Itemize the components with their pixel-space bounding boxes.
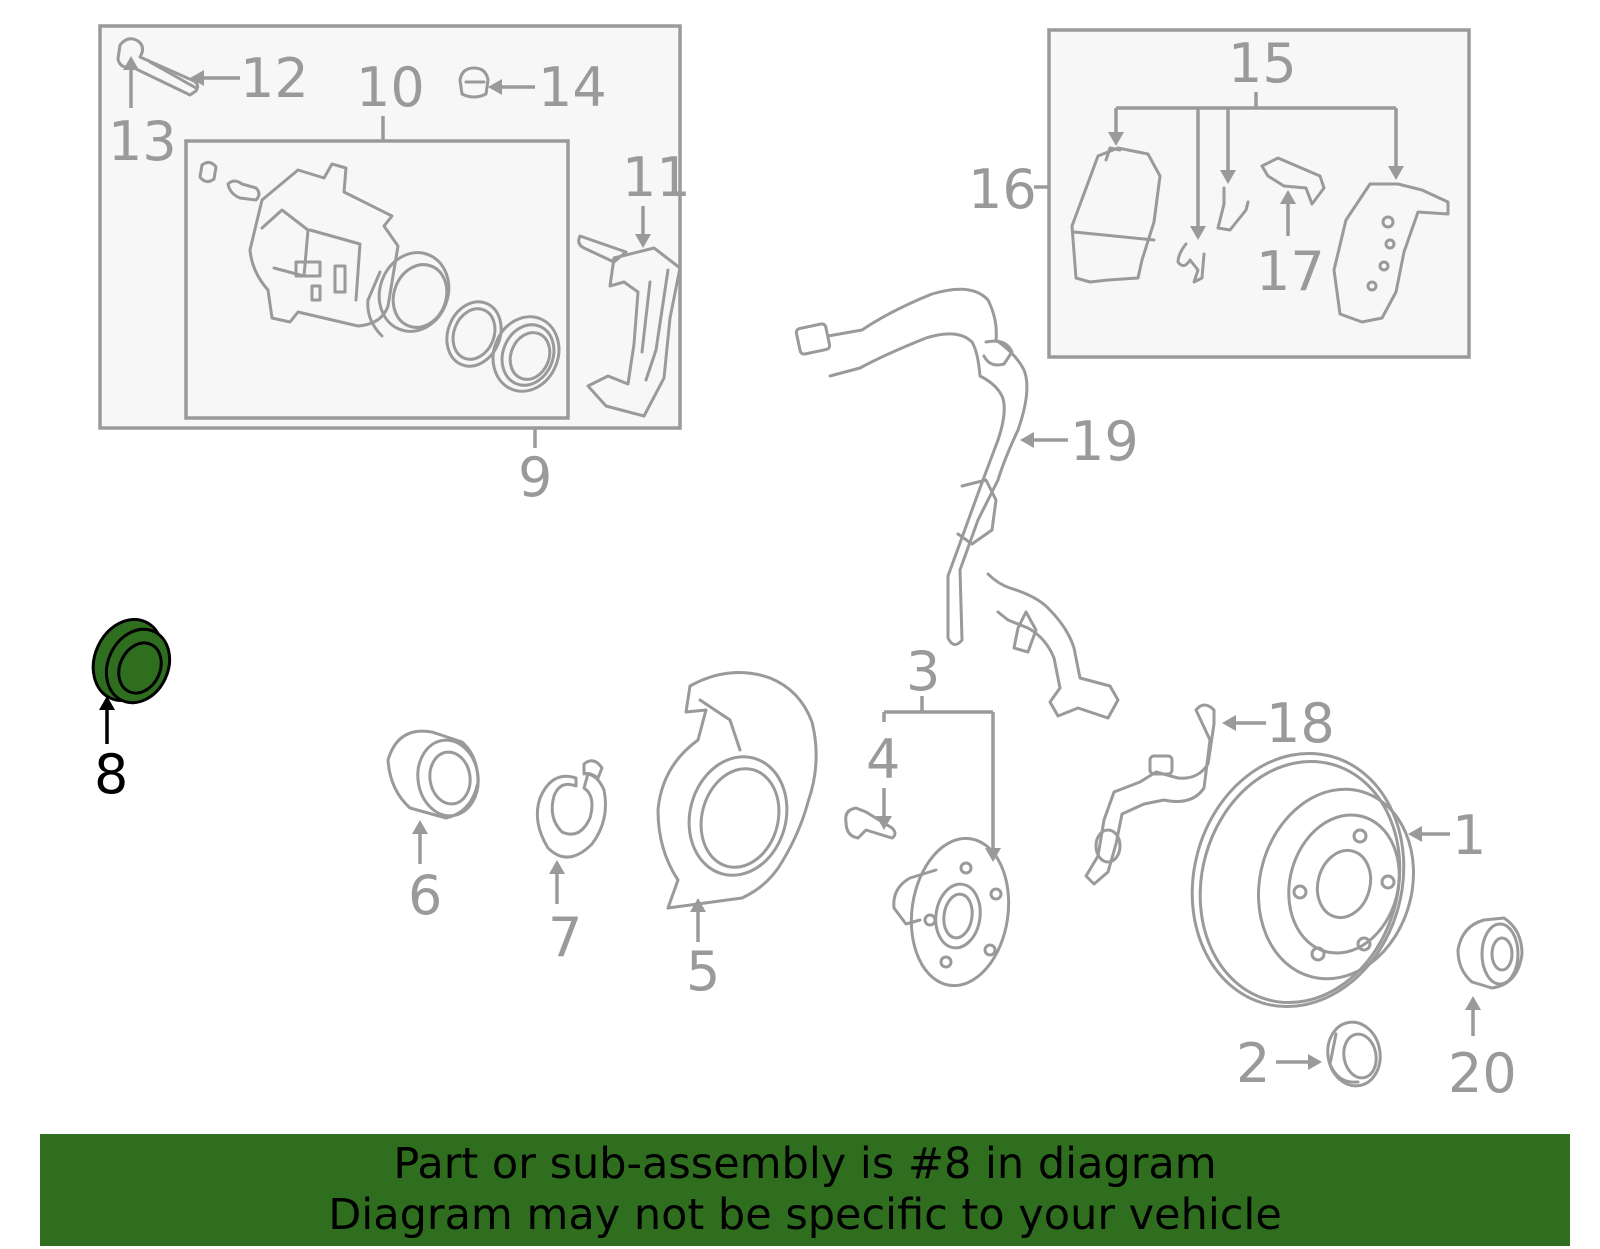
label-8: 8 <box>94 743 128 806</box>
label-7: 7 <box>548 906 582 969</box>
label-20: 20 <box>1448 1042 1517 1105</box>
banner-line-1: Part or sub-assembly is #8 in diagram <box>393 1139 1217 1189</box>
dust-cap-part <box>458 66 490 99</box>
brake-pad-inner-part <box>1070 146 1162 284</box>
label-12: 12 <box>240 47 309 110</box>
label-13: 13 <box>108 110 177 173</box>
label-16: 16 <box>968 158 1037 221</box>
banner-background <box>40 1134 1570 1246</box>
caliper-bracket-part <box>577 234 682 418</box>
brake-pad-outer-part <box>1332 182 1450 324</box>
label-19: 19 <box>1070 410 1139 473</box>
label-5: 5 <box>686 940 720 1003</box>
brake-hose-part <box>1084 703 1216 886</box>
piston-seal-part <box>445 300 503 368</box>
label-11: 11 <box>622 146 691 209</box>
pad-clip-part <box>1176 242 1206 284</box>
snap-ring-part <box>535 759 607 859</box>
oil-seal-part <box>91 617 172 705</box>
dust-boot-part <box>491 315 561 393</box>
label-15: 15 <box>1228 32 1297 95</box>
abs-sensor-harness-part <box>794 287 1120 720</box>
label-3: 3 <box>906 640 940 703</box>
label-17: 17 <box>1256 240 1325 303</box>
dust-shield-part <box>656 671 818 910</box>
piston-part <box>366 251 451 338</box>
label-2: 2 <box>1236 1032 1270 1095</box>
pad-shim-part <box>1260 156 1326 206</box>
pad-kit-box <box>1047 28 1471 359</box>
info-banner: Part or sub-assembly is #8 in diagram Di… <box>40 1134 1570 1246</box>
pad-spring-part <box>1216 186 1250 232</box>
label-14: 14 <box>538 56 607 119</box>
hub-nut-part <box>1326 1020 1382 1088</box>
label-6: 6 <box>408 864 442 927</box>
wheel-bearing-part <box>386 729 480 820</box>
banner-line-2: Diagram may not be specific to your vehi… <box>328 1190 1282 1240</box>
brake-rotor-part <box>1190 751 1416 1009</box>
wheel-hub-part <box>892 836 1011 988</box>
label-18: 18 <box>1266 692 1335 755</box>
label-4: 4 <box>866 728 900 791</box>
label-1: 1 <box>1452 804 1486 867</box>
wheel-stud-part <box>844 806 897 840</box>
grease-cap-part <box>1456 916 1524 990</box>
caliper-body-part <box>198 160 400 328</box>
label-10: 10 <box>356 56 425 119</box>
label-9: 9 <box>518 446 552 509</box>
